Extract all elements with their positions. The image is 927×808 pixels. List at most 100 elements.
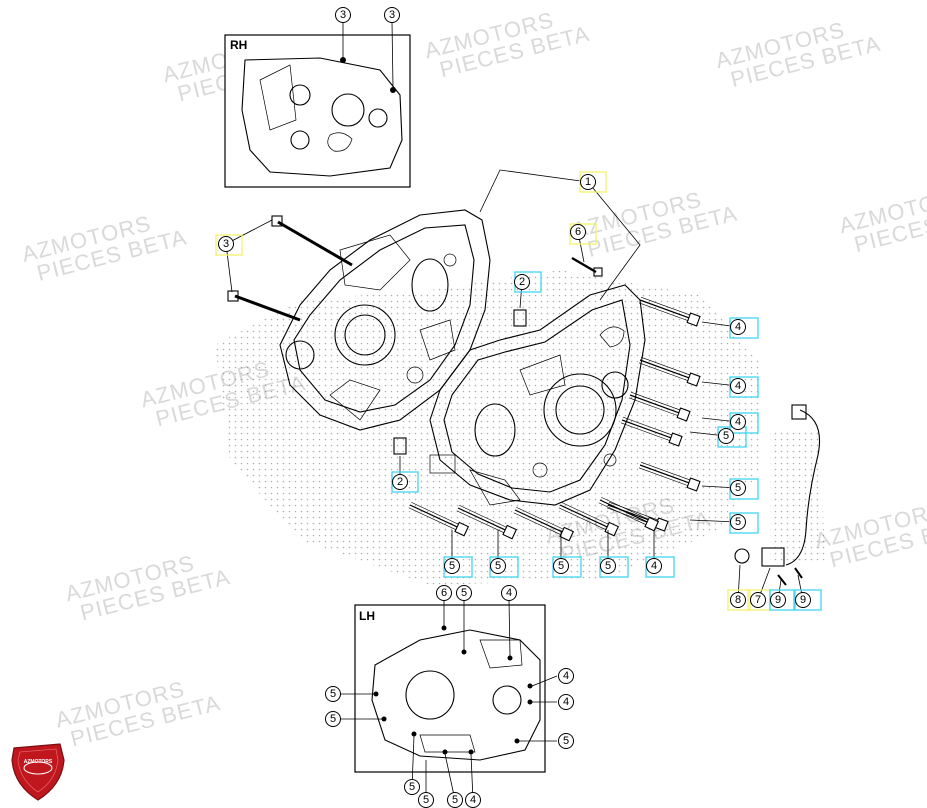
callout-5[interactable]: 5 bbox=[558, 733, 574, 749]
callout-5[interactable]: 5 bbox=[418, 792, 434, 808]
callout-4[interactable]: 4 bbox=[558, 694, 574, 710]
lh-crankcase-outline bbox=[371, 629, 541, 761]
callout-4[interactable]: 4 bbox=[730, 378, 746, 394]
callout-2[interactable]: 2 bbox=[392, 474, 408, 490]
logo-text: AZMOTORS bbox=[24, 759, 53, 765]
svg-text:4: 4 bbox=[506, 587, 512, 599]
svg-text:4: 4 bbox=[563, 696, 569, 708]
callout-4[interactable]: 4 bbox=[730, 414, 746, 430]
svg-text:4: 4 bbox=[563, 670, 569, 682]
svg-text:7: 7 bbox=[755, 594, 761, 606]
svg-text:8: 8 bbox=[735, 594, 741, 606]
callout-2[interactable]: 2 bbox=[514, 274, 530, 290]
lh-bolt-hole bbox=[373, 691, 379, 697]
callout-7[interactable]: 7 bbox=[750, 592, 766, 608]
svg-text:5: 5 bbox=[409, 781, 415, 793]
svg-text:3: 3 bbox=[340, 9, 346, 21]
rh-inset-label: RH bbox=[230, 38, 247, 52]
lh-inset-label: LH bbox=[359, 609, 375, 623]
lh-rib bbox=[419, 734, 476, 753]
screw bbox=[794, 567, 803, 579]
callout-3[interactable]: 3 bbox=[218, 236, 234, 252]
callout-4[interactable]: 4 bbox=[646, 558, 662, 574]
callout-8[interactable]: 8 bbox=[730, 592, 746, 608]
callout-5[interactable]: 5 bbox=[730, 480, 746, 496]
callout-5[interactable]: 5 bbox=[718, 428, 734, 444]
lh-bolt-hole bbox=[381, 716, 387, 722]
sensor-assembly bbox=[734, 404, 821, 586]
bolt-6 bbox=[571, 256, 603, 277]
callout-5[interactable]: 5 bbox=[490, 558, 506, 574]
svg-text:6: 6 bbox=[441, 587, 447, 599]
svg-text:5: 5 bbox=[495, 560, 501, 572]
long-bolt bbox=[227, 215, 353, 322]
lh-bearing-bore bbox=[492, 685, 522, 715]
crankcase-left-half bbox=[429, 284, 646, 506]
rh-bearing-bore bbox=[290, 130, 310, 150]
svg-text:6: 6 bbox=[575, 226, 581, 238]
svg-text:5: 5 bbox=[461, 587, 467, 599]
o-ring bbox=[734, 548, 750, 564]
svg-text:3: 3 bbox=[389, 9, 395, 21]
rh-inset-frame bbox=[224, 34, 411, 188]
svg-text:5: 5 bbox=[558, 560, 564, 572]
svg-text:5: 5 bbox=[605, 560, 611, 572]
svg-text:5: 5 bbox=[723, 430, 729, 442]
dowel-pin bbox=[393, 309, 527, 455]
callout-4[interactable]: 4 bbox=[501, 585, 517, 601]
rh-bearing-bore bbox=[368, 108, 388, 128]
callout-5[interactable]: 5 bbox=[553, 558, 569, 574]
shading-area bbox=[215, 270, 825, 585]
logo-shield bbox=[11, 743, 65, 801]
callout-5[interactable]: 5 bbox=[444, 558, 460, 574]
callout-5[interactable]: 5 bbox=[456, 585, 472, 601]
lh-bearing-bore bbox=[405, 670, 455, 720]
lh-bolt-hole bbox=[527, 683, 533, 689]
callout-5[interactable]: 5 bbox=[404, 779, 420, 795]
callout-5[interactable]: 5 bbox=[325, 686, 341, 702]
lh-bolt-hole bbox=[468, 749, 474, 755]
callout-3[interactable]: 3 bbox=[384, 7, 400, 23]
screw bbox=[777, 574, 787, 586]
lh-bolt-hole bbox=[442, 749, 448, 755]
svg-text:5: 5 bbox=[452, 794, 458, 806]
callout-5[interactable]: 5 bbox=[600, 558, 616, 574]
lh-bolt-hole bbox=[411, 731, 417, 737]
svg-text:5: 5 bbox=[330, 713, 336, 725]
callout-4[interactable]: 4 bbox=[730, 319, 746, 335]
callout-1[interactable]: 1 bbox=[580, 174, 596, 190]
crankcase-right-half bbox=[279, 209, 491, 431]
svg-text:1: 1 bbox=[585, 176, 591, 188]
rh-crankcase-outline bbox=[241, 57, 403, 177]
callout-4[interactable]: 4 bbox=[558, 668, 574, 684]
svg-text:5: 5 bbox=[449, 560, 455, 572]
lh-bolt-hole bbox=[507, 655, 513, 661]
callout-3[interactable]: 3 bbox=[335, 7, 351, 23]
rh-bearing-bore bbox=[289, 84, 311, 106]
svg-text:5: 5 bbox=[735, 516, 741, 528]
lh-bolt-hole bbox=[441, 625, 447, 631]
sensor-body bbox=[761, 547, 785, 567]
highlight-boxes bbox=[215, 171, 822, 611]
callout-5[interactable]: 5 bbox=[730, 514, 746, 530]
azmotors-logo: AZMOTORS bbox=[11, 743, 65, 801]
svg-text:4: 4 bbox=[651, 560, 657, 572]
lh-inset: LH bbox=[341, 599, 558, 801]
svg-text:9: 9 bbox=[775, 594, 781, 606]
callout-5[interactable]: 5 bbox=[325, 711, 341, 727]
svg-text:4: 4 bbox=[735, 321, 741, 333]
callout-6[interactable]: 6 bbox=[436, 585, 452, 601]
callout-9[interactable]: 9 bbox=[770, 592, 786, 608]
callout-4[interactable]: 4 bbox=[465, 792, 481, 808]
callout-6[interactable]: 6 bbox=[570, 224, 586, 240]
rh-bolt-hole bbox=[340, 57, 346, 63]
callout-9[interactable]: 9 bbox=[795, 592, 811, 608]
svg-text:5: 5 bbox=[330, 688, 336, 700]
svg-text:4: 4 bbox=[735, 380, 741, 392]
callout-5[interactable]: 5 bbox=[447, 792, 463, 808]
rh-bolt-hole bbox=[390, 87, 396, 93]
rh-inset: RH bbox=[224, 21, 411, 188]
svg-text:2: 2 bbox=[397, 476, 403, 488]
